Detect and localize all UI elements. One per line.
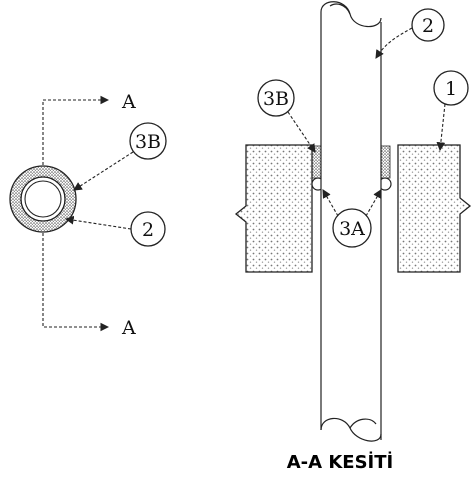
callout-pipe: 2 bbox=[422, 15, 434, 37]
leader-filler-left bbox=[322, 189, 339, 217]
leader-plan-seal bbox=[73, 151, 134, 191]
section-label-top: A bbox=[121, 91, 136, 113]
seal-band-left bbox=[311, 145, 322, 179]
callout-seal: 3B bbox=[263, 88, 289, 110]
wall-block-right bbox=[397, 144, 472, 273]
callout-bubble-plan-seal bbox=[129, 122, 167, 160]
section-caption: A-A KESİTİ bbox=[287, 451, 393, 473]
leader-wall bbox=[436, 103, 446, 152]
pipe-inner-wall bbox=[24, 180, 62, 218]
section-label-bottom: A bbox=[121, 317, 136, 339]
leader-plan-pipe bbox=[64, 215, 132, 230]
callout-filler: 3A bbox=[339, 218, 365, 240]
section-view: 2 3B 1 3A A-A KESİTİ bbox=[234, 1, 472, 473]
callout-bubble-wall bbox=[433, 70, 469, 106]
callout-plan-seal: 3B bbox=[135, 131, 161, 153]
leader-pipe bbox=[375, 27, 413, 59]
leader-seal bbox=[287, 111, 316, 153]
seal-band-right bbox=[380, 145, 391, 179]
leader-filler-right bbox=[365, 189, 382, 217]
section-line-bottom bbox=[42, 233, 110, 332]
callout-bubble-filler bbox=[332, 208, 372, 248]
wall-block-left bbox=[234, 144, 313, 273]
callout-plan-pipe: 2 bbox=[142, 219, 154, 241]
section-line-top bbox=[42, 95, 110, 165]
callout-bubble-seal bbox=[257, 79, 295, 117]
callout-bubble-pipe bbox=[411, 8, 445, 42]
plan-view: A A 3B 2 bbox=[9, 91, 167, 339]
callout-wall: 1 bbox=[445, 78, 457, 100]
